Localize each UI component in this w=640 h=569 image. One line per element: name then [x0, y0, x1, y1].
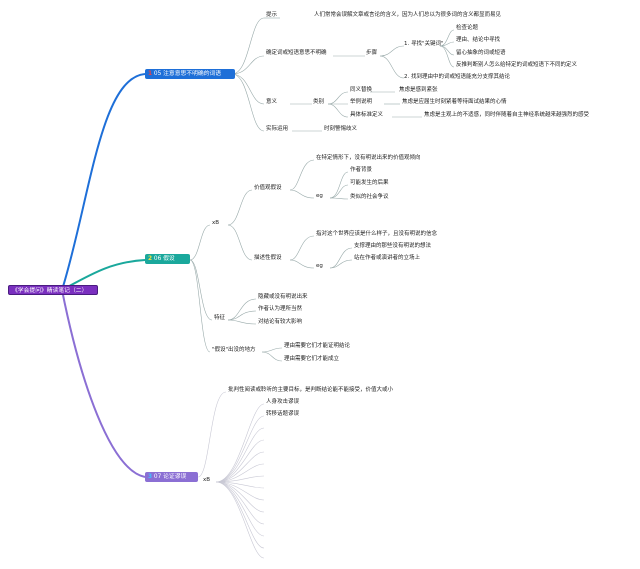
root-label: 《学会提问》精读笔记（二） [12, 288, 88, 294]
node-step1c[interactable]: 留心抽象的词或短语 [456, 50, 506, 56]
node-cx2[interactable]: 理由需要它们才能成立 [284, 356, 340, 362]
node-zhanzai[interactable]: 站在作者或演讲者的立场上 [354, 255, 421, 261]
branch-3-label: 07 论证谬误 [153, 474, 187, 480]
branch-node-2[interactable]: 2 06 假设 [145, 254, 190, 264]
node-leisi[interactable]: 类似的社会争议 [350, 194, 389, 200]
node-eg-2[interactable]: eg [316, 263, 323, 269]
node-leibie[interactable]: 类别 [313, 99, 325, 105]
node-miaoshu-text[interactable]: 指对这个世界应该是什么样子，且没有明说的信念 [316, 231, 438, 237]
node-xb-2[interactable]: xB [212, 220, 220, 226]
branch-2-label: 06 假设 [153, 256, 175, 262]
node-chuxian[interactable]: "假设"出没的地方 [212, 347, 256, 353]
node-zhuanyi[interactable]: 转移话题谬误 [266, 411, 300, 417]
node-houguo[interactable]: 可能发生的后果 [350, 180, 389, 186]
node-step1a[interactable]: 检查论题 [456, 25, 479, 31]
node-tz3[interactable]: 对结论有较大影响 [258, 319, 303, 325]
node-tongyi-text[interactable]: 焦虑是感到紧张 [399, 87, 438, 93]
node-tishi-text[interactable]: 人们常常会误解文章或言论的含义，因为人们总以为很多词的含义都显而易见 [314, 12, 502, 18]
node-zhichi[interactable]: 支撑理由的那些没有明说的想法 [354, 243, 432, 249]
node-renshen[interactable]: 人身攻击谬误 [266, 399, 300, 405]
node-juti-text[interactable]: 焦虑是主观上的不适感，同时伴随着自主神经系统越来越强烈的感受 [424, 112, 590, 118]
node-jiazhi-text[interactable]: 在特定情形下，没有明说出来的价值观倾向 [316, 155, 421, 161]
branch-node-3[interactable]: 3 07 论证谬误 [145, 472, 198, 482]
node-juti[interactable]: 具体标准定义 [350, 112, 384, 118]
node-tongyi[interactable]: 同义替换 [350, 87, 373, 93]
node-miaoshu[interactable]: 描述性假设 [254, 255, 282, 261]
node-juli-text[interactable]: 焦虑是应届生时刻紧着等待面试结果的心情 [402, 99, 507, 105]
branch-node-1[interactable]: 1 05 注意意思不明确的词语 [145, 69, 235, 79]
node-shiji[interactable]: 实际运用 [266, 126, 289, 132]
connector-root-branch3 [61, 289, 146, 478]
node-step1d[interactable]: 反推判断别人怎么给特定的词或短语下不同的定义 [456, 62, 578, 68]
node-juli[interactable]: 举例说明 [350, 99, 373, 105]
node-tz1[interactable]: 隐藏或没有明说出来 [258, 294, 308, 300]
node-xb-3[interactable]: xB [203, 477, 211, 483]
node-tz2[interactable]: 作者认为理所当然 [258, 306, 303, 312]
node-step2[interactable]: 2. 找到理由中的词或短语能充分支撑其结论 [404, 74, 510, 80]
node-yiyi[interactable]: 意义 [266, 99, 278, 105]
node-buzhou[interactable]: 步骤 [366, 50, 378, 56]
branch-1-label: 05 注意意思不明确的词语 [153, 71, 222, 77]
node-step1b[interactable]: 理由、结论中寻找 [456, 37, 501, 43]
branch-1-number-icon: 1 [148, 71, 153, 77]
node-zuozhe[interactable]: 作者背景 [350, 167, 373, 173]
node-shiji-text[interactable]: 时刻警惕歧义 [324, 126, 358, 132]
branch-2-number-icon: 2 [148, 256, 153, 262]
branch-3-number-icon: 3 [148, 474, 153, 480]
root-node[interactable]: 《学会提问》精读笔记（二） [8, 285, 98, 295]
connector-root-branch1 [61, 73, 146, 291]
node-intro[interactable]: 批判性阅读或聆听的主要目标，是判断结论能不能接受，价值大或小 [228, 387, 394, 393]
node-eg-1[interactable]: eg [316, 193, 323, 199]
node-jiazhi[interactable]: 价值观假设 [254, 185, 282, 191]
node-tezheng[interactable]: 特征 [214, 315, 226, 321]
node-queding[interactable]: 确定词或短语意思不明确 [266, 50, 327, 56]
node-tishi[interactable]: 提示 [266, 12, 278, 18]
node-cx1[interactable]: 理由需要它们才能证明结论 [284, 343, 351, 349]
node-step1[interactable]: 1. 寻找"关键词" [404, 41, 444, 47]
